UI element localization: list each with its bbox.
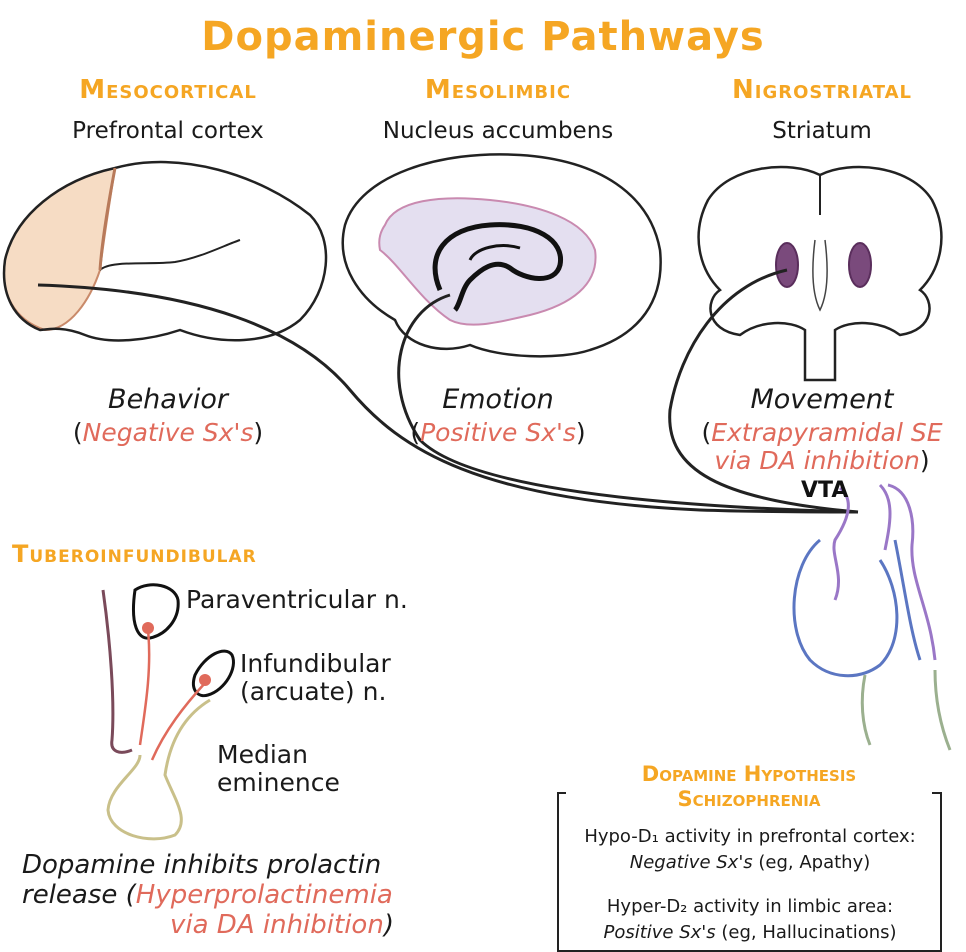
mesolimbic-projection — [397, 293, 859, 514]
region-striatum: Striatum — [772, 118, 872, 144]
arcuate-label: (arcuate) n. — [240, 677, 387, 706]
brain-outline — [341, 153, 662, 358]
infundibular-label: Infundibular — [240, 649, 391, 678]
limbic-region — [378, 197, 597, 326]
striatum-right — [848, 242, 872, 288]
function-emotion: Emotion — [442, 384, 554, 415]
mesocortical-heading: Mesocortical — [79, 75, 257, 105]
brainstem-diagram — [792, 483, 952, 751]
symptom-positive: (Positive Sx's) — [410, 418, 586, 447]
mesolimbic-heading: Mesolimbic — [424, 75, 572, 105]
function-movement: Movement — [750, 384, 894, 415]
tuberoinfundibular-diagram — [101, 583, 235, 841]
hypothesis-box — [557, 792, 942, 952]
hypothesis-line4: Positive Sx's (eg, Hallucinations) — [603, 922, 897, 943]
symptom-extrapyramidal-line2: via DA inhibition) — [714, 446, 930, 475]
paraventricular-nucleus — [131, 583, 180, 640]
mesocortical-projection — [37, 283, 859, 514]
coronal-outline — [697, 165, 943, 382]
pathway-projections — [37, 268, 859, 514]
tuberoinfundibular-heading: Tuberoinfundibular — [12, 540, 257, 568]
nigrostriatal-heading: Nigrostriatal — [731, 75, 912, 105]
paraventricular-label: Paraventricular n. — [186, 585, 408, 614]
nigrostriatal-projection — [668, 268, 859, 514]
pituitary-outline — [106, 698, 211, 841]
prolactin-note-line3: via DA inhibition) — [170, 910, 394, 940]
hypothesis-line3: Hyper-D₂ activity in limbic area: — [606, 896, 894, 917]
nigrostriatal-brain-diagram — [697, 165, 943, 382]
striatum-left — [775, 242, 799, 288]
symptom-negative: (Negative Sx's) — [72, 418, 264, 447]
prolactin-note-line1: Dopamine inhibits prolactin — [22, 850, 382, 880]
hypothesis-line2: Negative Sx's (eg, Apathy) — [629, 852, 871, 873]
prefrontal-cortex-region — [3, 166, 117, 332]
corpus-callosum — [432, 222, 564, 312]
symptom-extrapyramidal: (Extrapyramidal SE — [701, 418, 943, 447]
cortex-outline — [2, 160, 328, 342]
function-behavior: Behavior — [108, 384, 228, 415]
page-title: Dopaminergic Pathways — [201, 14, 765, 60]
prolactin-note-line2: release (Hyperprolactinemia — [22, 880, 393, 910]
mesolimbic-brain-diagram — [341, 153, 662, 358]
region-nucleus-accumbens: Nucleus accumbens — [382, 118, 614, 144]
median-label: Median — [217, 740, 308, 769]
hypothesis-line1: Hypo-D₁ activity in prefrontal cortex: — [584, 826, 916, 847]
eminence-label: eminence — [217, 768, 340, 797]
mesocortical-brain-diagram — [2, 160, 328, 342]
region-prefrontal-cortex: Prefrontal cortex — [72, 118, 264, 144]
vta-label: VTA — [801, 478, 849, 503]
